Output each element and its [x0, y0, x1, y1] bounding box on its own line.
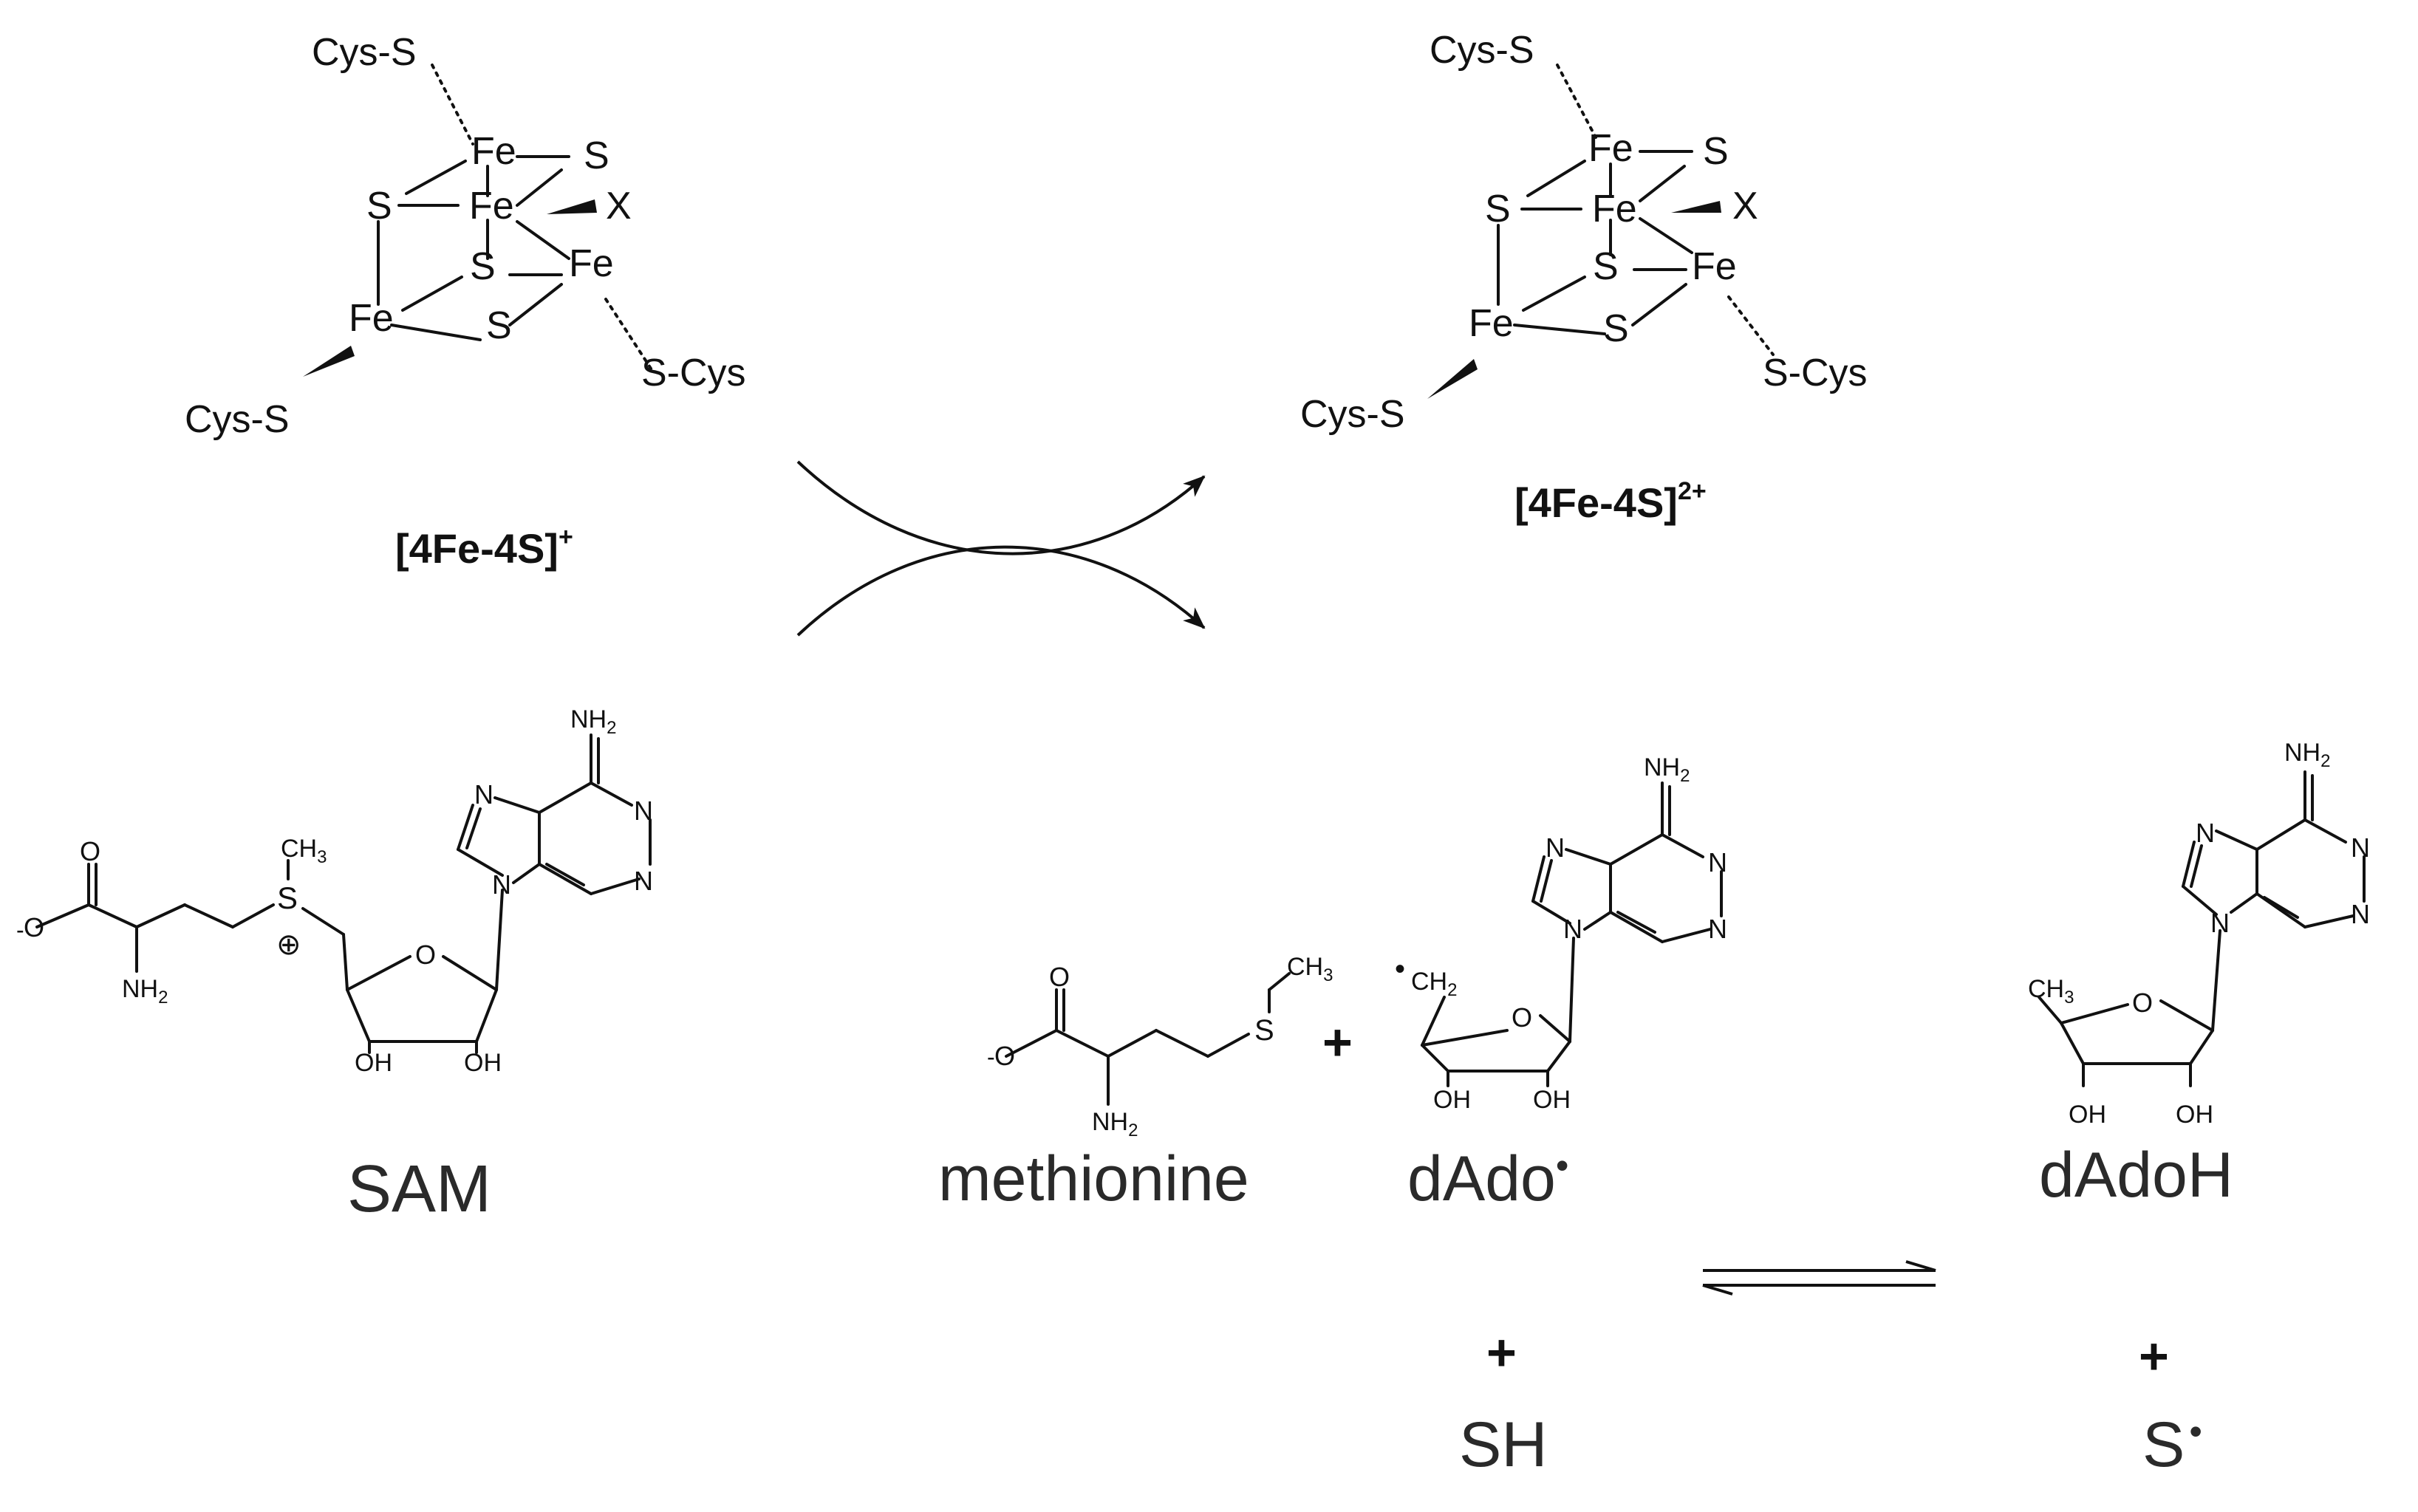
n-atom: N	[492, 869, 511, 900]
o-atom: O	[994, 1041, 1015, 1071]
cys-s-ligand-left: Cys-S	[185, 398, 290, 441]
fe-atom: Fe	[1588, 127, 1633, 170]
fe-atom: Fe	[1469, 302, 1514, 345]
ch3-group: CH3	[2028, 975, 2074, 1008]
n-atom: N	[2351, 899, 2370, 929]
fe-atom: Fe	[471, 130, 516, 173]
nh2-group: NH2	[122, 975, 168, 1008]
s-atom: S	[1485, 188, 1511, 230]
sam-bonds	[35, 733, 652, 1054]
oh-group: OH	[1533, 1086, 1571, 1114]
fe-atom: Fe	[1692, 245, 1737, 288]
n-atom: N	[1563, 914, 1582, 944]
nh2-group: NH2	[2284, 739, 2330, 771]
plus-sign: +	[1486, 1324, 1517, 1381]
s-cys-ligand-right: S-Cys	[641, 352, 746, 394]
cluster-oxidized-label: [4Fe-4S]2+	[1514, 477, 1707, 526]
ch3-group: CH3	[281, 835, 327, 867]
ch2-group: CH2	[1411, 968, 1457, 1000]
oh-group: OH	[1433, 1086, 1471, 1114]
s-atom: S	[366, 185, 392, 228]
nh2-group: NH2	[570, 705, 616, 738]
dado-label: dAdo•	[1407, 1143, 1568, 1214]
n-atom: N	[2210, 908, 2230, 938]
dado-bonds	[1421, 781, 1723, 1087]
cluster-reduced-label: [4Fe-4S]+	[395, 523, 573, 572]
x-ligand: X	[606, 185, 632, 228]
cluster-oxidized-bonds	[1427, 64, 1775, 399]
reduction-arrow	[796, 460, 1206, 555]
dadoh-label: dAdoH	[2039, 1140, 2233, 1211]
o-atom: O	[80, 836, 100, 866]
oh-group: OH	[2069, 1101, 2106, 1129]
s-radical-label: S•	[2142, 1409, 2202, 1480]
fe-atom: Fe	[349, 297, 394, 340]
oh-group: OH	[355, 1049, 392, 1077]
s-atom: S	[1703, 130, 1729, 173]
plus-sign: +	[1322, 1013, 1353, 1071]
minus-charge: -	[987, 1044, 995, 1070]
n-atom: N	[474, 779, 493, 810]
ch3-group: CH3	[1287, 953, 1333, 985]
dadoh-bonds	[2038, 770, 2366, 1087]
electron-transfer-arrows	[796, 460, 1206, 637]
cluster-reduced: Fe S S Fe X S Fe Fe S Cys-S Cys-S S-Cys …	[185, 31, 746, 572]
n-atom: N	[1708, 914, 1727, 944]
cluster-oxidized: Fe S S Fe X S Fe Fe S Cys-S Cys-S S-Cys …	[1300, 29, 1868, 526]
equilibrium-arrows	[1702, 1260, 1936, 1296]
s-atom: S	[277, 880, 298, 915]
dado-radical-structure: • CH2 O OH OH N N N N NH2 dAdo•	[1395, 753, 1727, 1214]
fe-atom: Fe	[1592, 188, 1637, 230]
n-atom: N	[1546, 832, 1565, 863]
o-atom: O	[415, 940, 436, 970]
cys-s-ligand-left: Cys-S	[1300, 393, 1405, 436]
cluster-reduced-bonds	[303, 64, 655, 377]
oh-group: OH	[2176, 1101, 2213, 1129]
plus-sign: +	[2139, 1327, 2169, 1385]
sh-label: SH	[1459, 1409, 1547, 1480]
fe-atom: Fe	[469, 185, 514, 228]
n-atom: N	[634, 866, 653, 896]
s-atom: S	[584, 134, 609, 177]
nh2-group: NH2	[1092, 1108, 1138, 1140]
n-atom: N	[2196, 818, 2215, 848]
s-atom: S	[1254, 1014, 1274, 1047]
sam-structure: - O O NH2 S ⊕ CH3 O OH OH N N N N NH2 SA…	[16, 705, 653, 1226]
methionine-label: methionine	[938, 1143, 1249, 1214]
n-atom: N	[634, 796, 653, 826]
fe-atom: Fe	[569, 242, 614, 285]
sam-label: SAM	[347, 1152, 491, 1226]
s-atom: S	[1603, 307, 1629, 350]
s-cys-ligand-right: S-Cys	[1763, 352, 1868, 394]
dadoh-structure: CH3 O OH OH N N N N NH2 dAdoH	[2028, 739, 2370, 1211]
sulfonium-plus: ⊕	[276, 928, 301, 961]
cys-s-ligand-top: Cys-S	[1430, 29, 1534, 72]
radical-dot: •	[1395, 953, 1405, 985]
o-atom: O	[24, 912, 44, 943]
o-atom: O	[1512, 1002, 1532, 1033]
cys-s-ligand-top: Cys-S	[312, 31, 417, 74]
methionine-bonds	[1005, 972, 1291, 1106]
s-atom: S	[1593, 245, 1619, 288]
o-atom: O	[1049, 962, 1070, 992]
nh2-group: NH2	[1644, 753, 1690, 786]
o-atom: O	[2132, 988, 2153, 1018]
oh-group: OH	[464, 1049, 502, 1077]
n-atom: N	[1708, 847, 1727, 878]
s-atom: S	[486, 304, 512, 347]
methionine-structure: - O O NH2 S CH3 methionine	[938, 953, 1333, 1214]
x-ligand: X	[1732, 185, 1758, 228]
minus-charge: -	[16, 917, 24, 943]
s-atom: S	[470, 245, 496, 288]
n-atom: N	[2351, 832, 2370, 863]
sam-cleavage-arrow	[796, 545, 1206, 637]
